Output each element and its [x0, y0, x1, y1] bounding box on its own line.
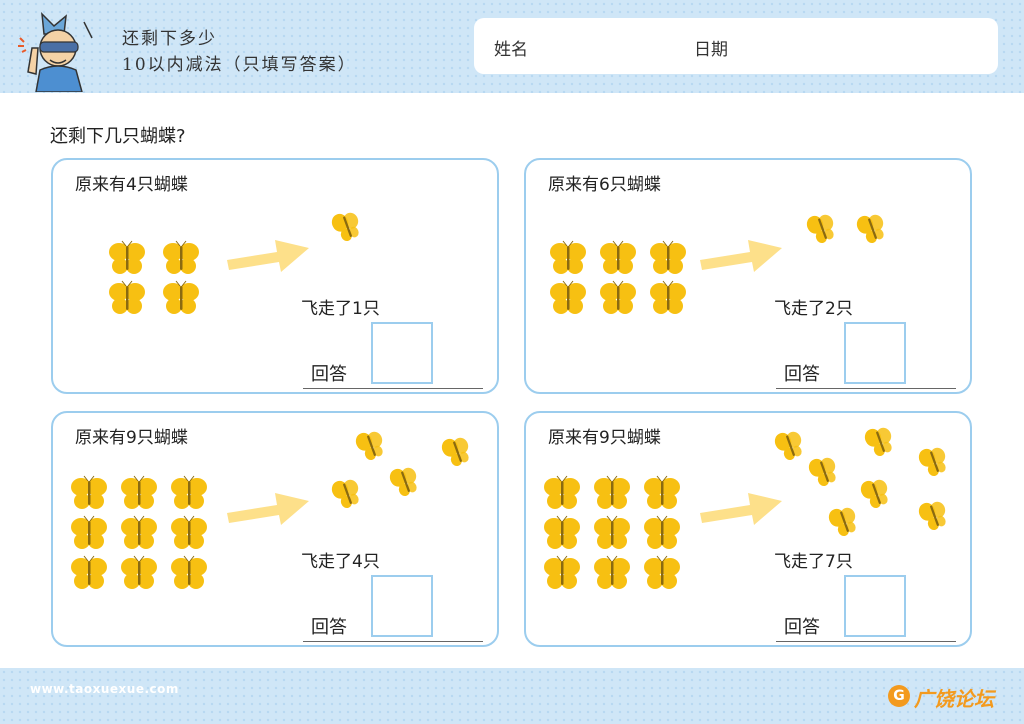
original-count-label: 原来有6只蝴蝶: [548, 175, 661, 195]
butterfly-icon: [439, 433, 479, 473]
answer-underline: [303, 641, 483, 642]
worksheet-subtitle: 10以内减法（只填写答案）: [122, 55, 357, 75]
butterfly-icon: [806, 453, 846, 493]
answer-label: 回答: [311, 617, 347, 638]
footer-band: [0, 668, 1024, 724]
butterfly-icon: [648, 278, 688, 318]
original-count-label: 原来有4只蝴蝶: [75, 175, 188, 195]
butterfly-icon: [598, 278, 638, 318]
date-label: 日期: [694, 40, 728, 60]
butterfly-icon: [592, 473, 632, 513]
butterfly-icon: [804, 210, 844, 250]
butterfly-icon: [353, 427, 393, 467]
mascot-icon: [18, 11, 93, 92]
arrow-icon: [700, 240, 782, 272]
problem-panel-4: 原来有9只蝴蝶 飞走了7只 回答: [524, 411, 972, 647]
answer-box[interactable]: [371, 575, 433, 637]
butterfly-icon: [119, 473, 159, 513]
butterfly-icon: [548, 278, 588, 318]
butterfly-icon: [862, 423, 902, 463]
answer-label: 回答: [784, 617, 820, 638]
butterfly-icon: [387, 463, 427, 503]
answer-underline: [776, 388, 956, 389]
flown-away-label: 飞走了2只: [774, 299, 853, 319]
butterfly-icon: [69, 553, 109, 593]
original-count-label: 原来有9只蝴蝶: [75, 428, 188, 448]
answer-label: 回答: [311, 364, 347, 385]
butterfly-icon: [916, 497, 956, 537]
butterfly-icon: [916, 443, 956, 483]
butterfly-icon: [107, 278, 147, 318]
butterfly-icon: [119, 553, 159, 593]
butterfly-icon: [69, 473, 109, 513]
butterfly-icon: [329, 475, 369, 515]
butterfly-icon: [598, 238, 638, 278]
answer-underline: [776, 641, 956, 642]
butterfly-icon: [169, 513, 209, 553]
answer-box[interactable]: [844, 322, 906, 384]
problem-panel-3: 原来有9只蝴蝶 飞走了4只 回答: [51, 411, 499, 647]
butterfly-icon: [161, 238, 201, 278]
butterfly-icon: [542, 513, 582, 553]
name-label: 姓名: [494, 40, 528, 60]
problem-panel-1: 原来有4只蝴蝶 飞走了1只 回答: [51, 158, 499, 394]
flown-away-label: 飞走了7只: [774, 552, 853, 572]
butterfly-icon: [772, 427, 812, 467]
butterfly-icon: [169, 553, 209, 593]
arrow-icon: [700, 493, 782, 525]
name-date-box: 姓名 日期: [474, 18, 998, 74]
butterfly-icon: [642, 553, 682, 593]
butterfly-icon: [592, 513, 632, 553]
butterfly-icon: [542, 553, 582, 593]
flown-away-label: 飞走了4只: [301, 552, 380, 572]
butterfly-icon: [329, 208, 369, 248]
footer-url: www.taoxuexue.com: [30, 682, 179, 696]
butterfly-icon: [592, 553, 632, 593]
butterfly-icon: [648, 238, 688, 278]
butterfly-icon: [169, 473, 209, 513]
butterfly-icon: [854, 210, 894, 250]
footer-logo-text: 广饶论坛: [914, 687, 994, 711]
arrow-icon: [227, 493, 309, 525]
question-text: 还剩下几只蝴蝶?: [50, 126, 186, 147]
butterfly-icon: [107, 238, 147, 278]
butterfly-icon: [858, 475, 898, 515]
footer-logo: G 广饶论坛: [888, 680, 1018, 714]
butterfly-icon: [642, 473, 682, 513]
butterfly-icon: [826, 503, 866, 543]
original-count-label: 原来有9只蝴蝶: [548, 428, 661, 448]
butterfly-icon: [542, 473, 582, 513]
answer-box[interactable]: [844, 575, 906, 637]
butterfly-icon: [119, 513, 159, 553]
answer-label: 回答: [784, 364, 820, 385]
answer-box[interactable]: [371, 322, 433, 384]
answer-underline: [303, 388, 483, 389]
problem-panel-2: 原来有6只蝴蝶 飞走了2只 回答: [524, 158, 972, 394]
flown-away-label: 飞走了1只: [301, 299, 380, 319]
butterfly-icon: [548, 238, 588, 278]
worksheet-title: 还剩下多少: [122, 29, 217, 49]
butterfly-icon: [161, 278, 201, 318]
butterfly-icon: [69, 513, 109, 553]
butterfly-icon: [642, 513, 682, 553]
arrow-icon: [227, 240, 309, 272]
g-logo-icon: G: [888, 685, 910, 707]
